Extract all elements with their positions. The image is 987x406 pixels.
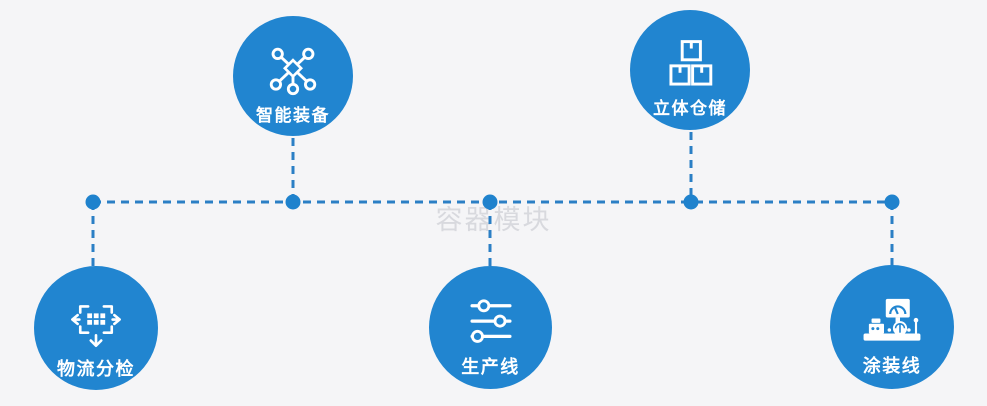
machine-monitor-icon: [860, 296, 924, 348]
junction-dot: [482, 194, 498, 210]
node-label: 涂装线: [862, 355, 922, 376]
distribute-arrows-icon: [68, 295, 124, 351]
node-painting[interactable]: 涂装线: [830, 265, 954, 389]
junction-dot: [285, 194, 301, 210]
node-label: 生产线: [461, 357, 520, 377]
node-warehouse[interactable]: 立体仓储: [630, 10, 750, 130]
node-smart-equipment[interactable]: 智能装备: [233, 16, 353, 136]
network-nodes-icon: [266, 44, 320, 98]
junction-dot: [884, 194, 900, 210]
watermark-text: 容器模块: [435, 205, 552, 235]
node-label: 物流分检: [57, 358, 135, 379]
junction-dot: [683, 194, 699, 210]
node-production[interactable]: 生产线: [429, 266, 552, 389]
node-label: 智能装备: [256, 106, 330, 125]
node-logistics[interactable]: 物流分检: [34, 266, 158, 390]
stacked-boxes-icon: [664, 39, 716, 91]
sliders-icon: [464, 295, 518, 349]
junction-dot: [85, 194, 101, 210]
node-label: 立体仓储: [653, 99, 727, 118]
